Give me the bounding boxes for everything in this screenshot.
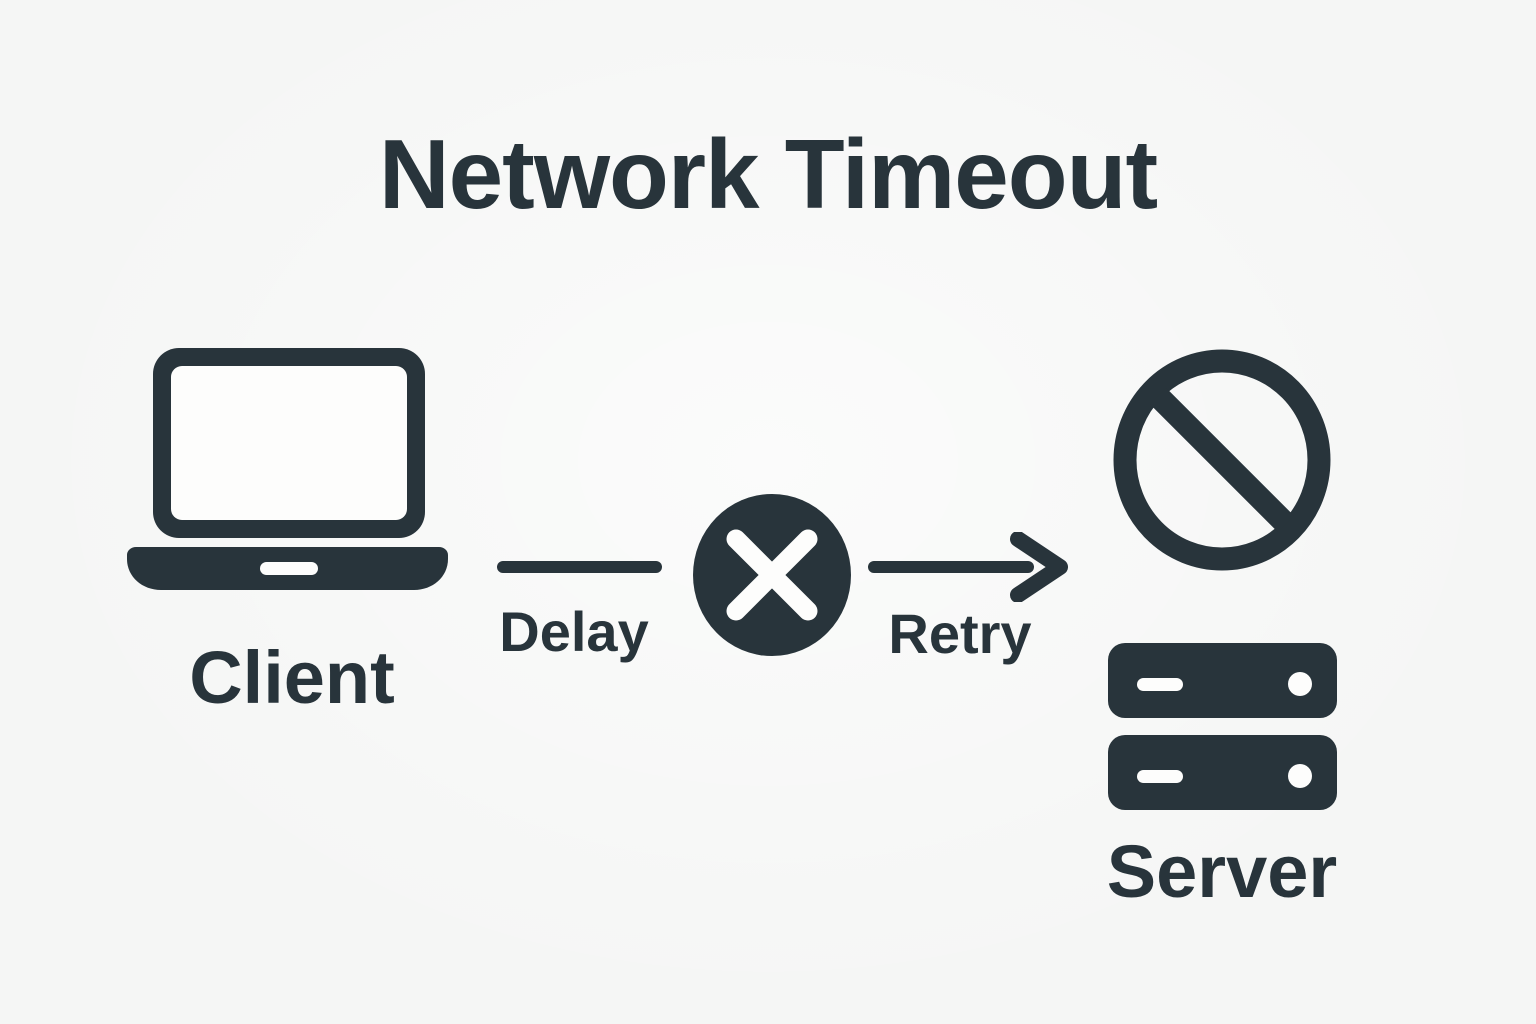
arrow-right-icon bbox=[868, 532, 1068, 602]
page-title: Network Timeout bbox=[378, 119, 1158, 229]
server-rack-icon bbox=[1108, 643, 1337, 810]
retry-label: Retry bbox=[888, 602, 1032, 665]
delay-connector-line bbox=[497, 561, 662, 573]
no-entry-icon bbox=[1113, 349, 1331, 571]
client-label: Client bbox=[189, 636, 395, 719]
delay-label: Delay bbox=[499, 600, 649, 663]
server-label: Server bbox=[1106, 830, 1338, 913]
x-circle-icon bbox=[693, 494, 851, 656]
laptop-icon bbox=[127, 348, 448, 590]
